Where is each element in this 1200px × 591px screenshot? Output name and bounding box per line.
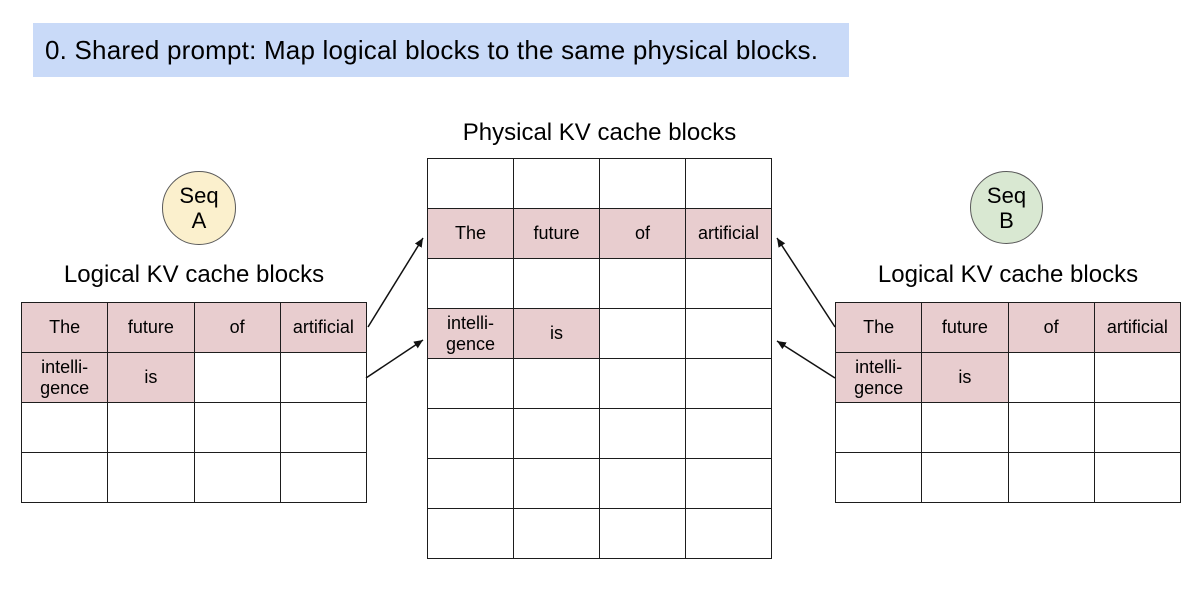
block-row — [427, 358, 772, 409]
token-cell: artificial — [1093, 302, 1182, 353]
empty-cell — [1007, 352, 1095, 403]
empty-cell — [427, 258, 514, 309]
empty-cell — [685, 408, 772, 459]
physical-blocks-title: Physical KV cache blocks — [462, 119, 737, 146]
empty-cell — [513, 408, 600, 459]
block-row — [834, 402, 1182, 453]
step-banner: 0. Shared prompt: Map logical blocks to … — [33, 23, 849, 77]
empty-cell — [513, 358, 600, 409]
empty-cell — [599, 158, 686, 209]
empty-cell — [685, 458, 772, 509]
arrow-seq-a-block1-to-physical-block3 — [365, 339, 424, 379]
empty-cell — [1007, 402, 1095, 453]
step-banner-text: 0. Shared prompt: Map logical blocks to … — [45, 34, 819, 65]
token-cell: is — [513, 308, 600, 359]
empty-cell — [599, 458, 686, 509]
empty-cell — [513, 508, 600, 559]
empty-cell — [193, 402, 281, 453]
empty-cell — [279, 402, 368, 453]
token-cell: intelli- gence — [20, 352, 109, 403]
empty-cell — [427, 458, 514, 509]
empty-cell — [685, 158, 772, 209]
block-row — [427, 408, 772, 459]
token-cell: The — [427, 208, 514, 259]
seq-b-badge: Seq B — [970, 171, 1043, 244]
empty-cell — [685, 358, 772, 409]
empty-cell — [279, 452, 368, 503]
empty-cell — [685, 258, 772, 309]
block-row — [834, 452, 1182, 503]
token-cell: is — [107, 352, 195, 403]
token-cell: of — [1007, 302, 1095, 353]
empty-cell — [513, 158, 600, 209]
token-cell: artificial — [279, 302, 368, 353]
empty-cell — [427, 508, 514, 559]
empty-cell — [685, 508, 772, 559]
empty-cell — [107, 452, 195, 503]
block-row — [427, 258, 772, 309]
empty-cell — [1093, 402, 1182, 453]
arrow-seq-b-block1-to-physical-block3 — [776, 340, 836, 379]
empty-cell — [20, 402, 109, 453]
token-cell: intelli- gence — [427, 308, 514, 359]
token-cell: of — [599, 208, 686, 259]
empty-cell — [513, 258, 600, 309]
empty-cell — [1093, 452, 1182, 503]
token-cell: artificial — [685, 208, 772, 259]
block-row — [427, 158, 772, 209]
empty-cell — [921, 452, 1009, 503]
block-row — [427, 508, 772, 559]
token-cell: is — [921, 352, 1009, 403]
empty-cell — [20, 452, 109, 503]
token-cell: future — [921, 302, 1009, 353]
logical-blocks-title-seq-a: Logical KV cache blocks — [63, 261, 325, 288]
token-cell: The — [834, 302, 923, 353]
token-cell: The — [20, 302, 109, 353]
logical-blocks-title-seq-b: Logical KV cache blocks — [877, 261, 1139, 288]
empty-cell — [427, 358, 514, 409]
block-row — [20, 452, 368, 503]
empty-cell — [427, 158, 514, 209]
empty-cell — [193, 452, 281, 503]
empty-cell — [1093, 352, 1182, 403]
empty-cell — [599, 408, 686, 459]
empty-cell — [834, 452, 923, 503]
empty-cell — [193, 352, 281, 403]
empty-cell — [427, 408, 514, 459]
empty-cell — [513, 458, 600, 509]
token-cell: of — [193, 302, 281, 353]
block-row — [20, 402, 368, 453]
empty-cell — [834, 402, 923, 453]
empty-cell — [599, 308, 686, 359]
empty-cell — [279, 352, 368, 403]
token-cell: intelli- gence — [834, 352, 923, 403]
empty-cell — [599, 358, 686, 409]
empty-cell — [921, 402, 1009, 453]
token-cell: future — [107, 302, 195, 353]
block-row — [427, 458, 772, 509]
empty-cell — [599, 508, 686, 559]
token-cell: future — [513, 208, 600, 259]
empty-cell — [1007, 452, 1095, 503]
empty-cell — [599, 258, 686, 309]
seq-a-badge: Seq A — [162, 171, 236, 245]
empty-cell — [685, 308, 772, 359]
empty-cell — [107, 402, 195, 453]
